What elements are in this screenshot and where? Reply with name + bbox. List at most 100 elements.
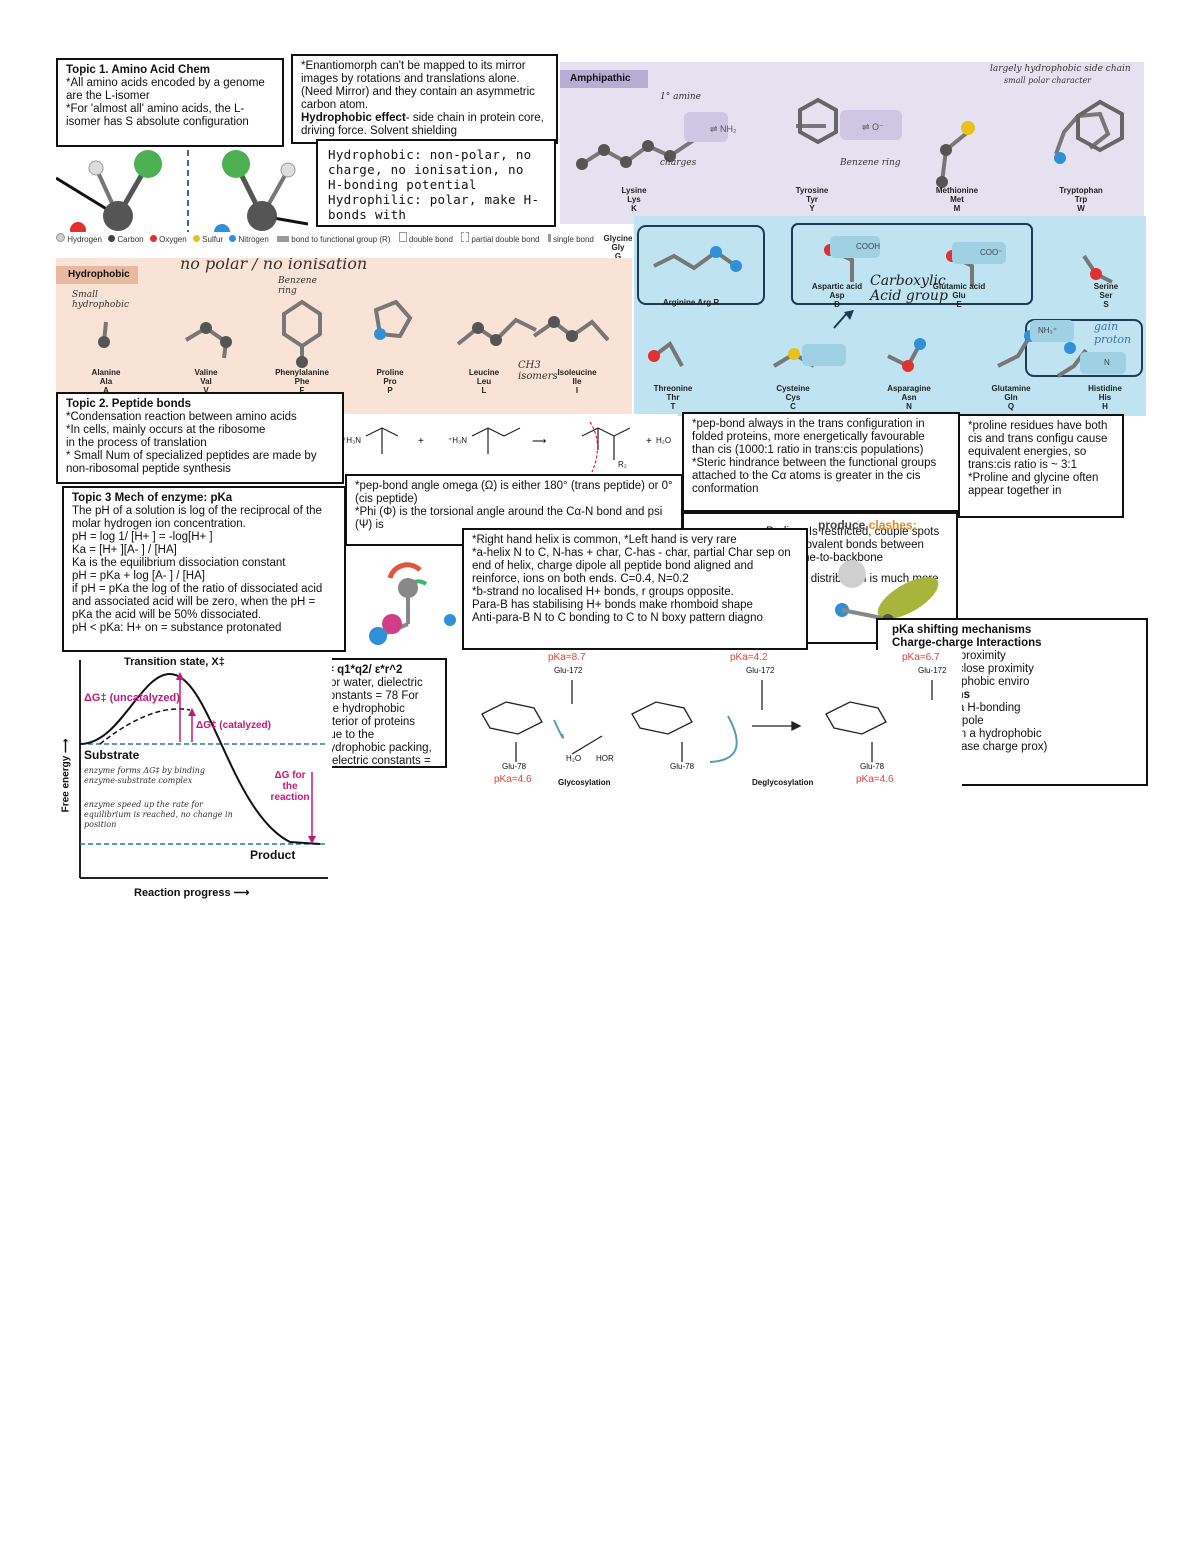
hor-label: HOR [596, 754, 614, 763]
asp-three: Asp [829, 291, 845, 300]
arg-name: Arginine [662, 298, 696, 307]
hydrophobic-handnote: no polar / no ionisation [180, 258, 368, 273]
energy-handnote-2: enzyme speed up the rate for equilibrium… [84, 800, 233, 829]
sulfur-swatch-icon [192, 235, 200, 242]
trans-config-line-2: *Steric hindrance between the functional… [692, 457, 937, 495]
enantiomorph-box: *Enantiomorph can't be mapped to its mir… [291, 54, 558, 144]
ala-name: Alanine [91, 368, 121, 377]
note-benzene-ring: Benzene ring [278, 276, 317, 296]
hydro-note-line-1: Hydrophobic: non-polar, no charge, no io… [328, 147, 532, 192]
helix-line-3: *b-strand no localised H+ bonds, r group… [472, 586, 734, 598]
ile-name: Isoleucine [557, 368, 597, 377]
reaction-progress-axis-label: Reaction progress ⟶ [134, 887, 250, 899]
helix-line-4: Para-B has stabilising H+ bonds make rho… [472, 599, 753, 611]
met-three: Met [950, 195, 964, 204]
glu78-label-3: Glu-78 [860, 762, 885, 771]
legend-bond-r: bond to functional group (R) [291, 235, 391, 244]
arg-three: Arg [697, 298, 712, 307]
glu172-label-2: Glu-172 [746, 666, 775, 675]
pka-label-4: pKa=4.6 [494, 774, 532, 785]
pep-frag-2: ⁺H₃N [448, 436, 468, 445]
trp-name: Tryptophan [1059, 186, 1103, 195]
leu-one: L [481, 386, 487, 395]
leu-three: Leu [476, 377, 492, 386]
gln-name: Glutamine [991, 384, 1031, 393]
ser-one: S [1103, 300, 1109, 309]
group-nh3: NH₃⁺ [1038, 326, 1058, 335]
helix-line-1: *Right hand helix is common, *Left hand … [472, 534, 737, 546]
legend-sulfur: Sulfur [202, 235, 224, 244]
met-one: M [953, 204, 961, 213]
proline-ratio-line-2: *Proline and glycine often appear togeth… [968, 472, 1099, 497]
topic2-line-3: in the process of translation [66, 437, 207, 449]
topic3-line-1: The pH of a solution is log of the recip… [72, 505, 322, 530]
phe-one: F [299, 386, 305, 395]
ser-name: Serine [1093, 282, 1119, 291]
pka-label-5: pKa=4.6 [856, 774, 894, 785]
glu172-label-3: Glu-172 [918, 666, 947, 675]
hydrophobic-panel: Hydrophobic no polar / no ionisation Sma… [56, 258, 632, 414]
legend-double-bond: double bond [408, 235, 453, 244]
pro-name: Proline [376, 368, 404, 377]
pka-label-3: pKa=6.7 [902, 652, 940, 663]
topic3-line-7: pH < pKa: H+ on = substance protonated [72, 622, 282, 634]
leu-name: Leucine [468, 368, 500, 377]
thr-three: Thr [666, 393, 680, 402]
asn-three: Asn [901, 393, 917, 402]
topic2-line-4: * Small Num of specialized peptides are … [66, 450, 317, 475]
peptide-reaction-image: + ⟶ + ⁺H₃N ⁺H₃N H₂O R₂ [342, 414, 678, 476]
cys-three: Cys [785, 393, 801, 402]
amph-handnote-3: Benzene ring [840, 158, 901, 168]
svg-text:+: + [646, 436, 652, 447]
polar-panel: COOH COO⁻ NH₃⁺ N Carboxylic Acid group g… [634, 216, 1146, 416]
asn-one: N [906, 402, 912, 411]
topic3-title: Topic 3 Mech of enzyme: pKa [72, 492, 233, 504]
hydrophobic-effect-label: Hydrophobic effect [301, 112, 406, 124]
carbon-swatch-icon [108, 235, 116, 242]
gly-one: G [614, 252, 622, 261]
helix-box: *Right hand helix is common, *Left hand … [462, 528, 808, 650]
lys-name: Lysine [621, 186, 647, 195]
catalyzed-label: ΔG‡ (catalyzed) [196, 720, 271, 731]
gln-one: Q [1007, 402, 1015, 411]
amph-handnote-2: charges [660, 158, 697, 168]
phe-name: Phenylalanine [275, 368, 329, 377]
product-label: Product [250, 848, 296, 862]
topic2-line-2: *In cells, mainly occurs at the ribosome [66, 424, 266, 436]
topic3-box: Topic 3 Mech of enzyme: pKa The pH of a … [62, 486, 346, 652]
coulomb-text: For water, dielectric constants = 78 For… [323, 677, 432, 767]
clash-prefix: produce [818, 518, 866, 532]
pro-three: Pro [383, 377, 397, 386]
legend-carbon: Carbon [117, 235, 144, 244]
svg-text:+: + [418, 436, 424, 447]
trp-three: Trp [1074, 195, 1088, 204]
gln-three: Gln [1004, 393, 1018, 402]
hydrophobic-tag: Hydrophobic [56, 266, 138, 284]
pka-shift-line-1: Charge-charge Interactions [892, 637, 1042, 649]
topic2-box: Topic 2. Peptide bonds *Condensation rea… [56, 392, 344, 484]
polar-handnote-1: Carboxylic Acid group [870, 273, 948, 304]
legend-hydrogen: Hydrogen [67, 235, 102, 244]
pka-label-1: pKa=8.7 [548, 652, 586, 663]
ser-three: Ser [1099, 291, 1113, 300]
glycosylation-label: Glycosylation [558, 778, 611, 787]
hydrogen-swatch-icon [56, 233, 65, 242]
coulomb-title: F = q1*q2/ ε*r^2 [317, 664, 403, 676]
trp-one: W [1077, 204, 1085, 213]
amph-handnote-5: small polar character [1004, 76, 1092, 85]
transition-state-label: Transition state, X‡ [124, 656, 225, 668]
free-energy-axis-label: Free energy ⟶ [60, 738, 72, 813]
enantiomorph-text: *Enantiomorph can't be mapped to its mir… [301, 60, 535, 111]
val-three: Val [200, 377, 212, 386]
hydro-note-box: Hydrophobic: non-polar, no charge, no io… [316, 139, 556, 227]
glycosylation-scheme: pKa=8.7 pKa=4.2 pKa=6.7 pKa=4.6 pKa=4.6 … [462, 650, 962, 790]
note-ch3-isomers: CH3 isomers [518, 360, 558, 382]
glu-name: Glutamic acid [932, 282, 986, 291]
glu78-label-2: Glu-78 [670, 762, 695, 771]
pro-one: P [387, 386, 393, 395]
pep-frag-3: H₂O [656, 436, 672, 445]
oxygen-swatch-icon [149, 235, 157, 242]
uncatalyzed-label: ΔG‡ (uncatalyzed) [84, 692, 180, 704]
val-name: Valine [194, 368, 218, 377]
